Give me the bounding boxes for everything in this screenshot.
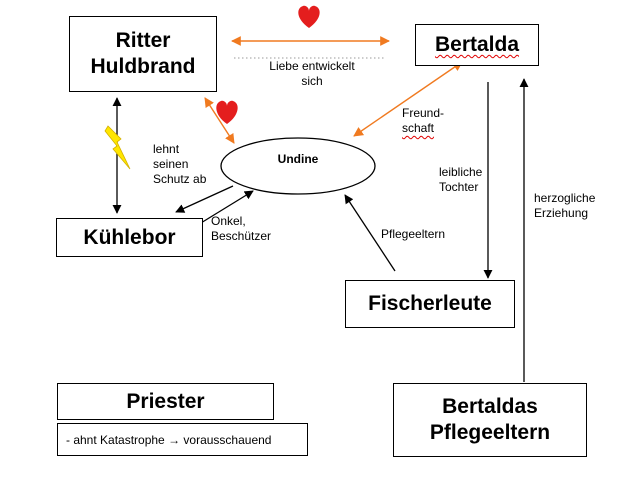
- ritter-huldbrand-box: Ritter Huldbrand: [69, 16, 217, 92]
- bertaldas-pflegeeltern-line2: Pflegeeltern: [429, 421, 551, 444]
- priester-label: Priester: [126, 389, 205, 413]
- label-leibliche-line2: Tochter: [439, 180, 479, 194]
- fischerleute-box: Fischerleute: [345, 280, 515, 328]
- undine-ellipse: [220, 137, 376, 195]
- arrow-fischerleute-undine: [344, 194, 396, 272]
- priester-note: - ahnt Katastrophe → vorausschauend: [66, 432, 272, 447]
- priester-note-box: - ahnt Katastrophe → vorausschauend: [57, 423, 308, 456]
- kuehlebor-box: Kühlebor: [56, 218, 203, 257]
- label-leibliche: leibliche Tochter: [439, 165, 482, 195]
- bertalda-box: Bertalda: [415, 24, 539, 66]
- arrow-freundschaft-bertalda-undine: [353, 61, 463, 137]
- label-onkel-line2: Beschützer: [211, 229, 272, 243]
- fischerleute-label: Fischerleute: [368, 292, 492, 315]
- label-lehnt-line3: Schutz ab: [153, 172, 207, 186]
- label-liebe-line2: sich: [301, 74, 323, 88]
- label-freundschaft: Freund- schaft: [402, 106, 444, 136]
- label-lehnt-line1: lehnt: [153, 142, 180, 156]
- ritter-line1: Ritter: [115, 29, 171, 52]
- label-liebe: Liebe entwickelt sich: [250, 59, 374, 89]
- kuehlebor-label: Kühlebor: [83, 225, 176, 249]
- label-herzogliche-line2: Erziehung: [534, 206, 589, 220]
- label-freundschaft-line2: schaft: [402, 121, 435, 135]
- label-liebe-line1: Liebe entwickelt: [269, 59, 355, 73]
- label-onkel-line1: Onkel,: [211, 214, 246, 228]
- arrow-undine-kuehlebor: [175, 185, 234, 213]
- arrow-ritter-undine: [204, 97, 235, 144]
- label-herzogliche-line1: herzogliche: [534, 191, 596, 205]
- heart-icon: [298, 5, 320, 28]
- label-freundschaft-line1: Freund-: [402, 106, 445, 120]
- bertaldas-pflegeeltern-line1: Bertaldas: [442, 395, 538, 418]
- undine-label: Undine: [277, 152, 319, 166]
- ritter-line2: Huldbrand: [90, 55, 196, 78]
- priester-box: Priester: [57, 383, 274, 420]
- heart-icon: [216, 100, 238, 124]
- label-herzogliche: herzogliche Erziehung: [534, 191, 595, 221]
- label-leibliche-line1: leibliche: [439, 165, 483, 179]
- label-lehnt-line2: seinen: [153, 157, 189, 171]
- label-onkel: Onkel, Beschützer: [211, 214, 271, 244]
- label-pflegeeltern: Pflegeeltern: [381, 227, 446, 241]
- label-lehnt: lehnt seinen Schutz ab: [153, 142, 206, 187]
- lightning-icon: [104, 125, 131, 170]
- arrow-kuehlebor-undine: [195, 190, 254, 227]
- bertalda-label: Bertalda: [434, 33, 520, 56]
- bertaldas-pflegeeltern-box: Bertaldas Pflegeeltern: [393, 383, 587, 457]
